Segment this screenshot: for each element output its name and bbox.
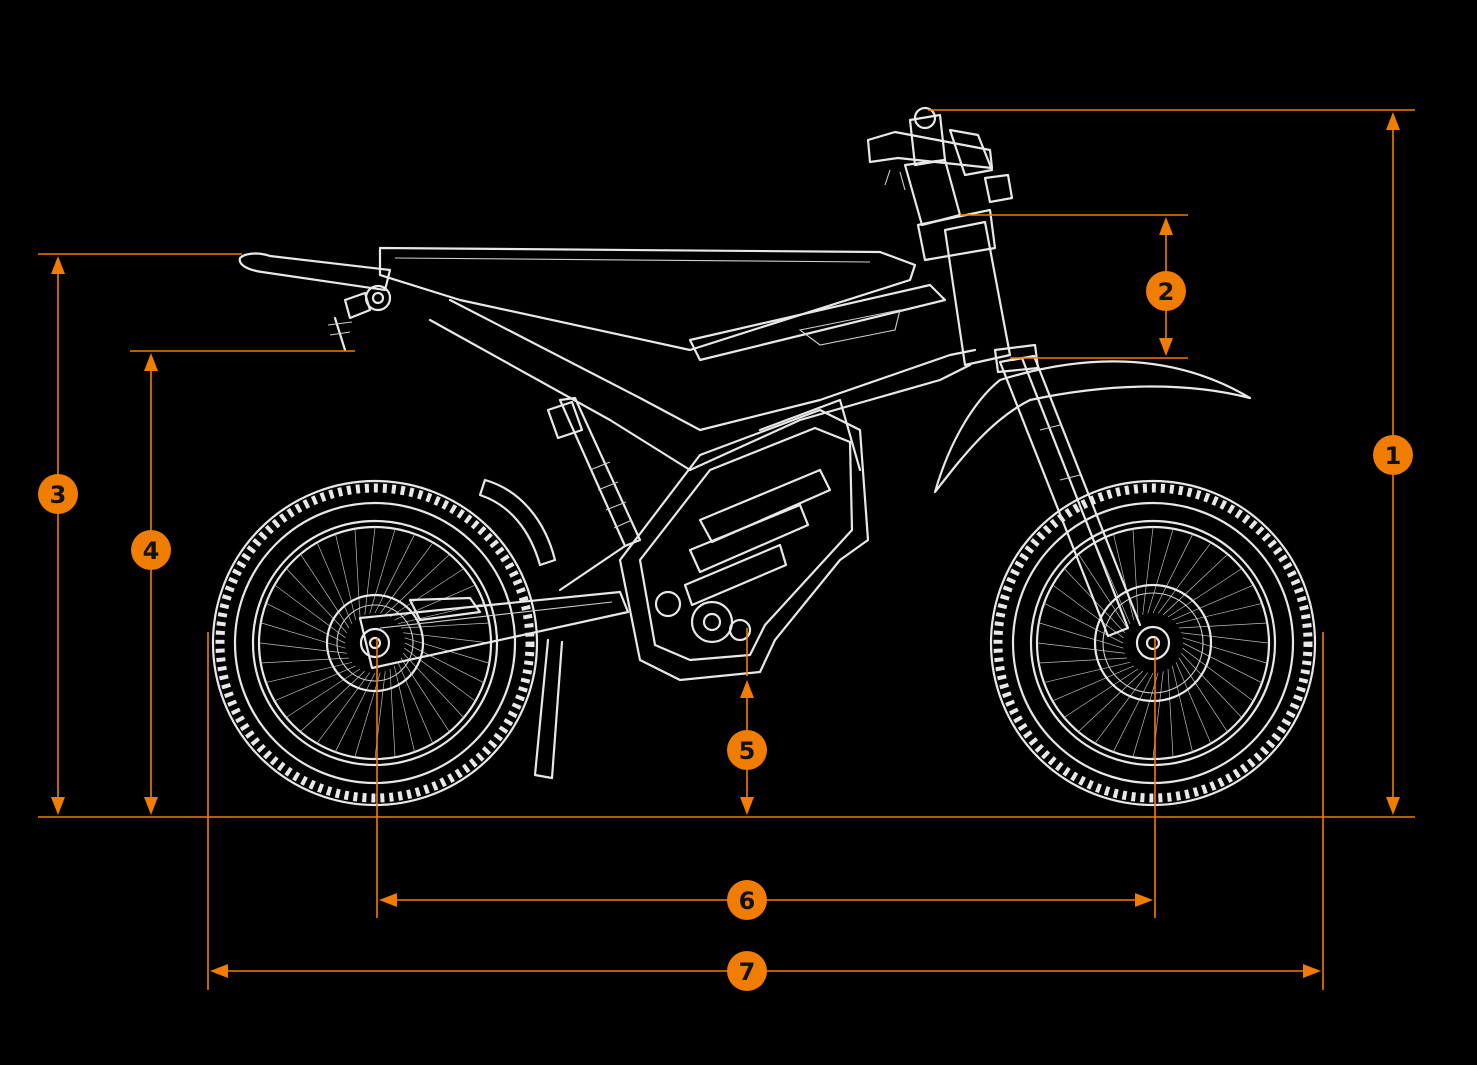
dimension-lines xyxy=(38,109,1415,990)
steering-head xyxy=(903,158,1040,374)
motorcycle-illustration xyxy=(211,106,1317,807)
battery-housing xyxy=(618,408,870,682)
tail-section xyxy=(238,252,392,352)
badge-6: 6 xyxy=(727,880,767,920)
dimension-badges: 1 2 3 4 5 6 7 xyxy=(38,271,1413,991)
svg-text:6: 6 xyxy=(739,887,756,915)
badge-1: 1 xyxy=(1373,435,1413,475)
frame xyxy=(428,283,977,472)
svg-text:7: 7 xyxy=(739,958,756,986)
svg-text:4: 4 xyxy=(143,537,160,565)
badge-5: 5 xyxy=(727,730,767,770)
dimension-6-wheelbase xyxy=(376,638,1156,918)
handlebar xyxy=(866,106,1014,204)
front-fender xyxy=(933,360,1252,494)
kickstand xyxy=(533,638,564,780)
dimension-3-tail-height xyxy=(38,253,242,815)
seat xyxy=(378,246,917,352)
svg-text:2: 2 xyxy=(1158,278,1175,306)
swingarm xyxy=(358,590,630,670)
badge-3: 3 xyxy=(38,474,78,514)
rear-shock xyxy=(546,396,642,592)
badge-4: 4 xyxy=(131,530,171,570)
dimension-7-overall-length xyxy=(207,632,1324,990)
rear-fender xyxy=(478,478,557,567)
svg-text:5: 5 xyxy=(739,737,756,765)
svg-text:1: 1 xyxy=(1385,442,1402,470)
dimension-4-seat-height xyxy=(130,350,355,815)
badge-7: 7 xyxy=(727,951,767,991)
front-wheel xyxy=(989,479,1317,807)
svg-text:3: 3 xyxy=(50,481,67,509)
badge-2: 2 xyxy=(1146,271,1186,311)
dimension-2-handlebar-rise xyxy=(960,214,1188,359)
